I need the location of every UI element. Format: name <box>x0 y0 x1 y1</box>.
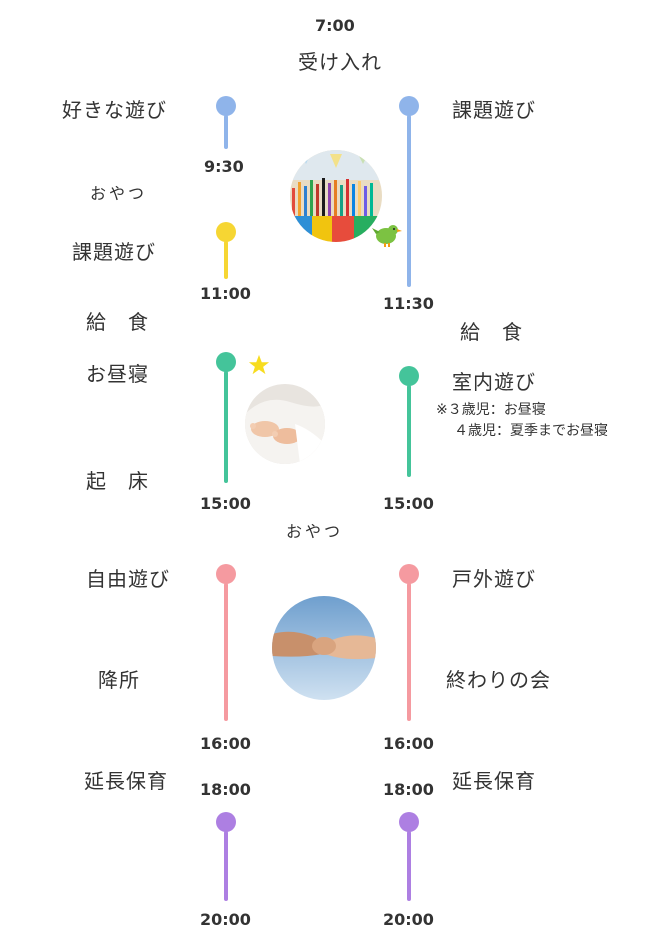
left-wake-label: 起 床 <box>86 469 149 493</box>
left-time-2000: 20:00 <box>200 910 251 929</box>
left-extended-label: 延長保育 <box>84 769 168 793</box>
left-time-1100: 11:00 <box>200 284 251 303</box>
baby-feet-photo <box>245 384 325 464</box>
left-task-play-label: 課題遊び <box>72 240 156 264</box>
right-nap-note-4yo: ４歳児：夏季までお昼寝 <box>454 423 608 439</box>
left-time-1500: 15:00 <box>200 494 251 513</box>
blue-pin-left <box>216 96 236 149</box>
green-pin-right <box>399 366 419 477</box>
yellow-pin-left <box>216 222 236 279</box>
right-closing-meeting-label: 終わりの会 <box>446 668 551 692</box>
right-time-1600: 16:00 <box>383 734 434 753</box>
left-free-play2-label: 自由遊び <box>86 567 170 591</box>
purple-pin-right <box>399 812 419 901</box>
right-outdoor-play-label: 戸外遊び <box>452 567 536 591</box>
right-time-1800: 18:00 <box>383 780 434 799</box>
left-lunch-label: 給 食 <box>86 310 149 334</box>
star-icon <box>248 354 270 375</box>
right-nap-note-3yo: ※３歳児：お昼寝 <box>436 402 546 418</box>
left-time-930: 9:30 <box>204 157 244 176</box>
blue-pin-right <box>399 96 419 287</box>
page-title: 受け入れ <box>298 50 382 74</box>
left-snack-label: おやつ <box>90 184 148 203</box>
left-free-play-label: 好きな遊び <box>62 98 167 122</box>
right-time-1500: 15:00 <box>383 494 434 513</box>
bird-icon <box>372 225 402 247</box>
start-time: 7:00 <box>315 16 355 35</box>
left-pickup-label: 降所 <box>98 668 140 692</box>
right-task-play-label: 課題遊び <box>452 98 536 122</box>
purple-pin-left <box>216 812 236 901</box>
crayons-photo <box>290 150 382 242</box>
holding-hands-photo <box>272 596 376 700</box>
center-snack-label: おやつ <box>286 522 344 541</box>
right-extended-label: 延長保育 <box>452 769 536 793</box>
left-time-1800: 18:00 <box>200 780 251 799</box>
green-pin-left <box>216 352 236 483</box>
right-indoor-play-label: 室内遊び <box>452 370 536 394</box>
left-nap-label: お昼寝 <box>86 362 149 386</box>
pink-pin-right <box>399 564 419 721</box>
pink-pin-left <box>216 564 236 721</box>
left-time-1600: 16:00 <box>200 734 251 753</box>
right-time-2000: 20:00 <box>383 910 434 929</box>
right-lunch-label: 給 食 <box>460 320 523 344</box>
right-time-1130: 11:30 <box>383 294 434 313</box>
